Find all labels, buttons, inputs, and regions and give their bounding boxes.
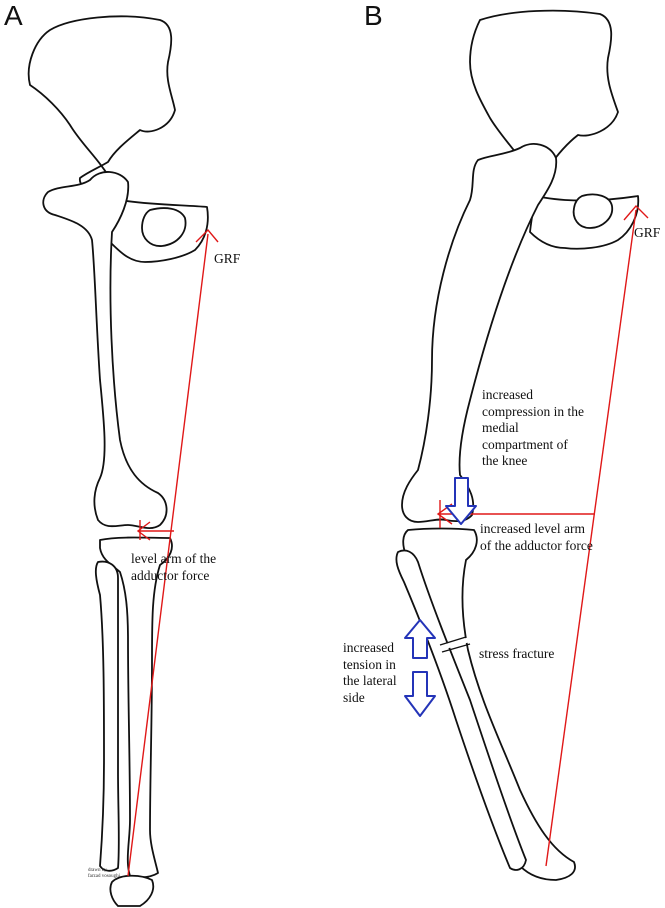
artist-credit: drawn by farzad vosoughi [88,868,121,879]
stress-fracture-gap [439,637,469,651]
grf-label-b: GRF [634,225,661,240]
grf-arrowhead-b [623,204,649,221]
stress-fracture-edge-1 [439,636,467,646]
obturator-a [141,207,187,247]
up-arrow-icon [404,619,436,659]
fibula-a [94,560,120,872]
obturator-b [572,193,614,229]
tibia-a [99,536,173,879]
panel-b-letter: B [364,0,383,31]
knee-arrowhead-a [136,521,151,541]
grf-line-b [545,209,637,867]
compression-label: increased compression in the medial comp… [482,387,584,468]
pelvis-a [27,15,209,263]
panel-a [27,15,219,907]
ankle-a [109,874,155,907]
femur-a [42,171,168,529]
stress-fracture-edge-2 [441,643,471,653]
femur-b [401,143,558,523]
lever-arm-label-b: increased level arm of the adductor forc… [480,521,593,553]
grf-label-a: GRF [214,251,241,266]
down-arrow-tension-icon [404,671,436,717]
down-arrow-icon [445,477,477,525]
lever-arm-label-a: level arm of the adductor force [131,551,217,583]
grf-line-a [127,233,209,877]
panel-b [395,9,649,881]
panel-a-letter: A [4,0,23,31]
grf-arrowhead-a [195,228,219,243]
stress-fracture-label: stress fracture [479,646,555,661]
tension-label: increased tension in the lateral side [343,640,397,705]
